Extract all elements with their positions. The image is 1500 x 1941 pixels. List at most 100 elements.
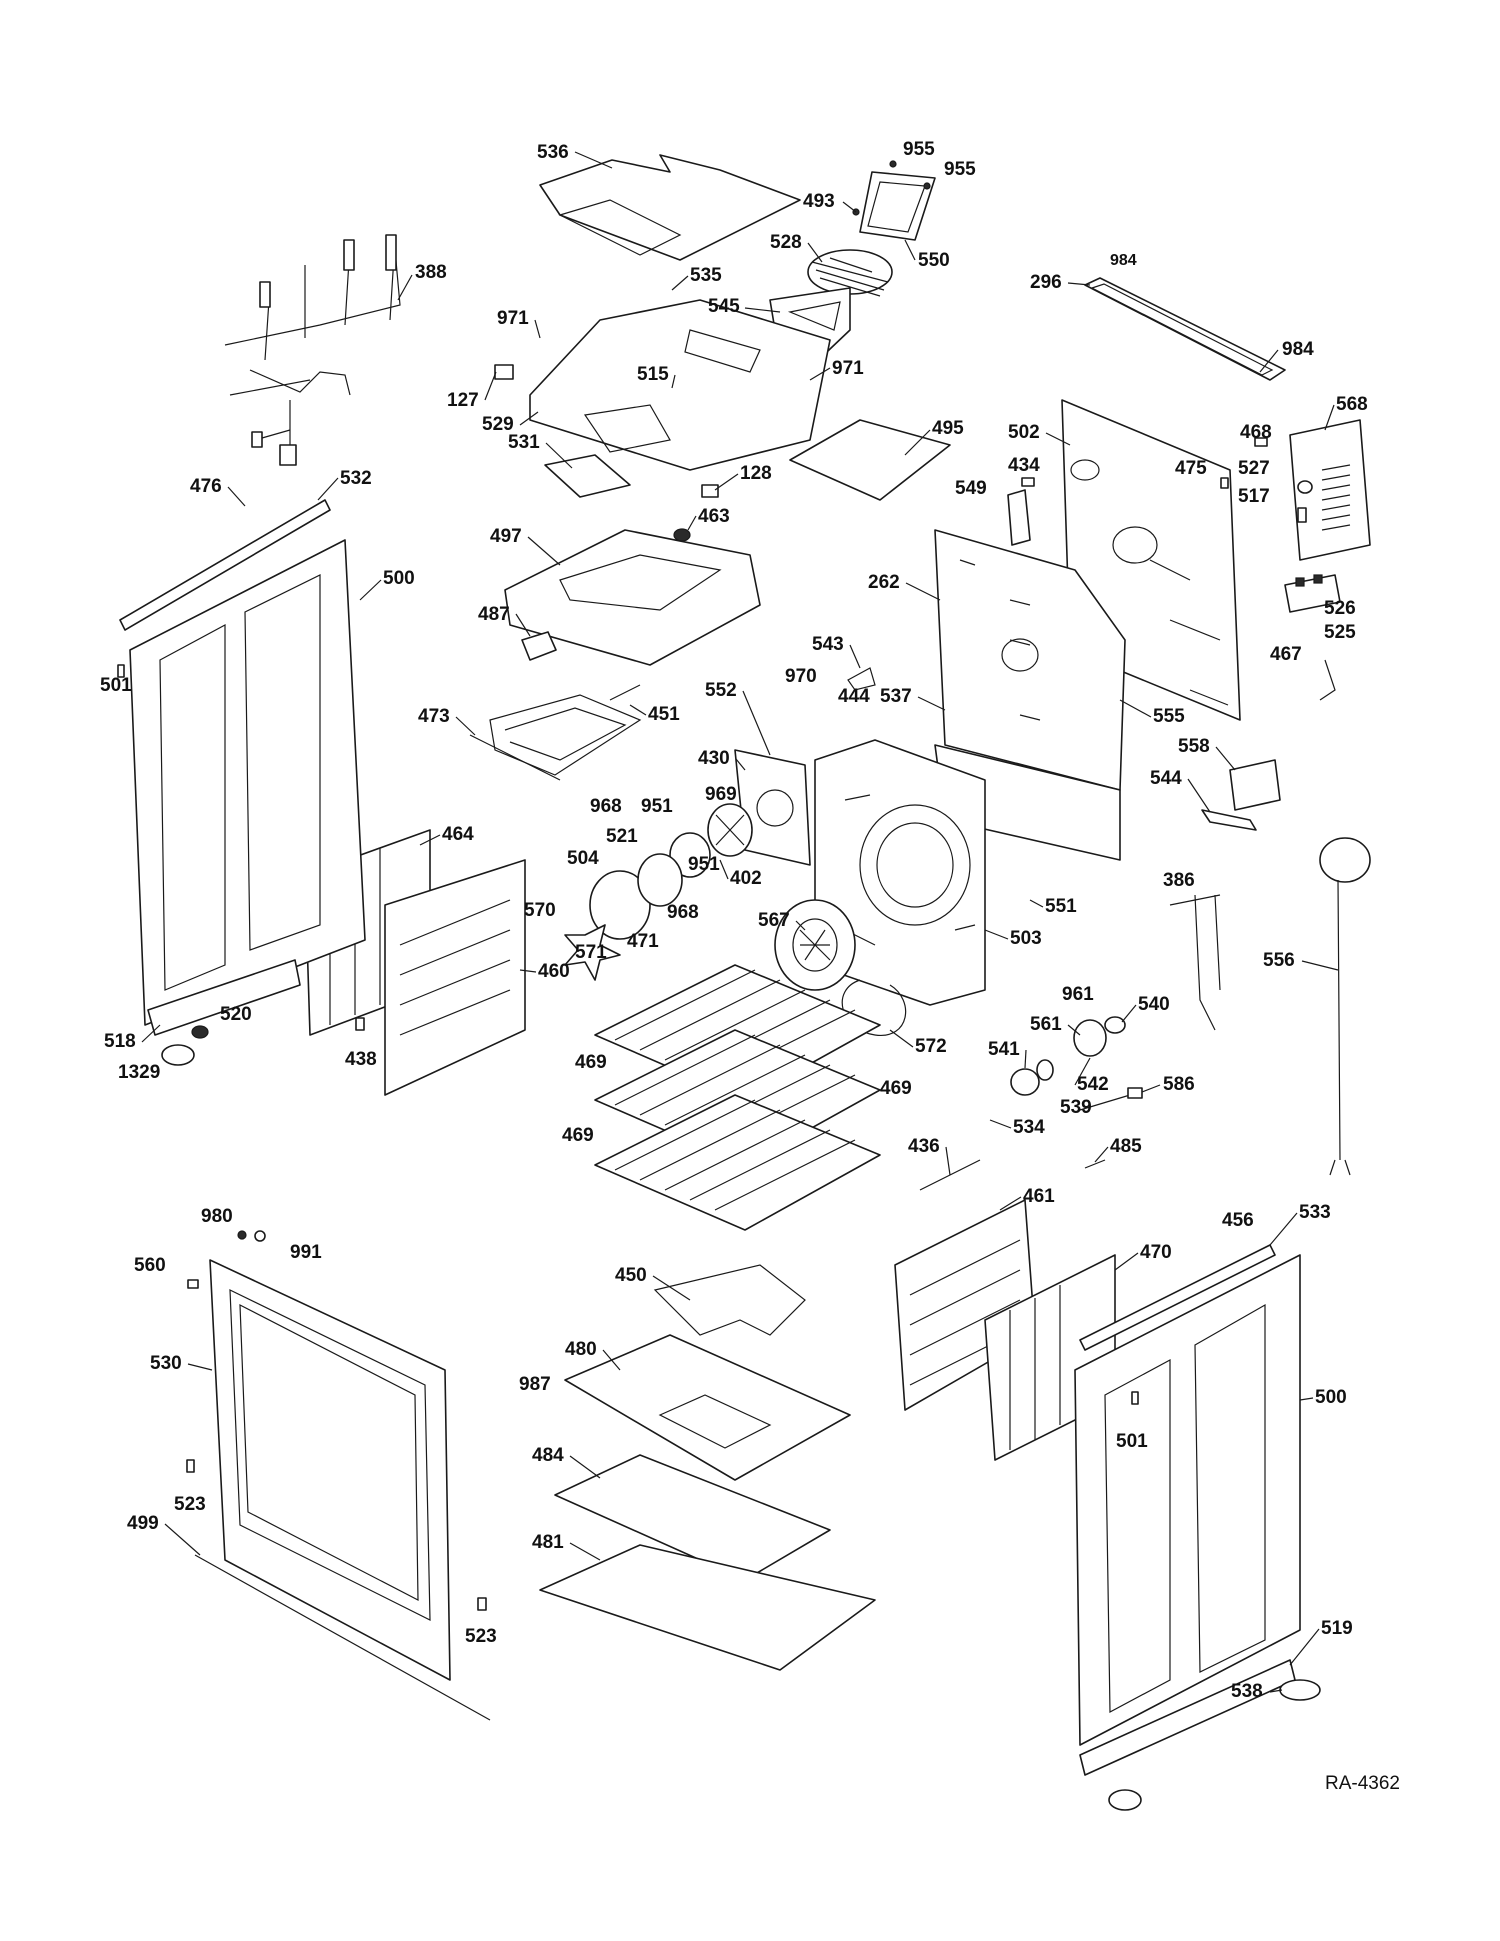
callout-550: 550 bbox=[918, 250, 950, 271]
part-480-oven-bottom bbox=[564, 1334, 851, 1481]
part-542-lens-ring bbox=[1073, 1019, 1107, 1057]
leader-line-473 bbox=[455, 716, 476, 736]
callout-464: 464 bbox=[442, 824, 474, 845]
leader-line-500 bbox=[1299, 1397, 1314, 1401]
part-567-fan-guard bbox=[774, 899, 856, 991]
part-296-trim bbox=[1084, 277, 1286, 381]
callout-534: 534 bbox=[1013, 1117, 1045, 1138]
leader-line-128 bbox=[714, 473, 739, 491]
leader-line-586 bbox=[1141, 1084, 1161, 1093]
callout-473: 473 bbox=[418, 706, 450, 727]
leader-line-499 bbox=[164, 1523, 201, 1556]
leader-line-451 bbox=[629, 704, 647, 716]
part-128 bbox=[701, 484, 719, 498]
callout-463: 463 bbox=[698, 506, 730, 527]
callout-499: 499 bbox=[127, 1513, 159, 1534]
part-523-lower bbox=[477, 1597, 487, 1611]
part-526-terminal-block bbox=[1284, 574, 1341, 613]
leader-line-519 bbox=[1289, 1628, 1320, 1666]
part-434-clip bbox=[1021, 477, 1035, 487]
part-500-right-side-panel bbox=[1074, 1254, 1301, 1746]
callout-128: 128 bbox=[740, 463, 772, 484]
leader-line-544 bbox=[1187, 778, 1211, 813]
leader-line-481 bbox=[569, 1542, 601, 1561]
callout-535: 535 bbox=[690, 265, 722, 286]
callout-503: 503 bbox=[1010, 928, 1042, 949]
callout-296: 296 bbox=[1030, 272, 1062, 293]
callout-961: 961 bbox=[1062, 984, 1094, 1005]
leader-line-572 bbox=[889, 1029, 914, 1048]
leader-line-502 bbox=[1045, 432, 1071, 446]
part-560 bbox=[187, 1279, 199, 1289]
callout-523: 523 bbox=[174, 1494, 206, 1515]
callout-955: 955 bbox=[944, 159, 976, 180]
callout-470: 470 bbox=[1140, 1242, 1172, 1263]
callout-468: 468 bbox=[1240, 422, 1272, 443]
leader-line-971 bbox=[809, 367, 831, 381]
leader-line-470 bbox=[1114, 1252, 1139, 1271]
callout-504: 504 bbox=[567, 848, 599, 869]
callout-540: 540 bbox=[1138, 994, 1170, 1015]
callout-533: 533 bbox=[1299, 1202, 1331, 1223]
callout-469: 469 bbox=[575, 1052, 607, 1073]
callout-262: 262 bbox=[868, 572, 900, 593]
part-550-bracket bbox=[852, 160, 936, 241]
part-1329-leveling-foot bbox=[161, 1044, 195, 1066]
callout-1329: 1329 bbox=[118, 1062, 160, 1083]
callout-480: 480 bbox=[565, 1339, 597, 1360]
leader-line-536 bbox=[574, 151, 613, 169]
part-549-bracket bbox=[1007, 489, 1031, 546]
callout-500: 500 bbox=[383, 568, 415, 589]
callout-537: 537 bbox=[880, 686, 912, 707]
callout-558: 558 bbox=[1178, 736, 1210, 757]
callout-541: 541 bbox=[988, 1039, 1020, 1060]
part-127 bbox=[494, 364, 514, 380]
leader-line-460 bbox=[519, 969, 537, 973]
leader-line-476 bbox=[227, 486, 246, 507]
leader-line-296 bbox=[1067, 282, 1091, 286]
part-586-sensor bbox=[1079, 1094, 1131, 1111]
leader-line-531 bbox=[545, 442, 573, 469]
callout-527: 527 bbox=[1238, 458, 1270, 479]
part-460-rack-support bbox=[384, 859, 526, 1096]
leader-line-487 bbox=[515, 613, 531, 637]
part-531-plate bbox=[544, 454, 631, 498]
callout-430: 430 bbox=[698, 748, 730, 769]
part-572-ring-element bbox=[841, 979, 907, 1036]
callout-525: 525 bbox=[1324, 622, 1356, 643]
part-991 bbox=[254, 1230, 266, 1242]
part-533-trim bbox=[1079, 1244, 1276, 1351]
part-drawings bbox=[117, 154, 1371, 1811]
leader-line-497 bbox=[527, 536, 561, 566]
callout-568: 568 bbox=[1336, 394, 1368, 415]
leader-line-568 bbox=[1324, 404, 1335, 431]
callout-551: 551 bbox=[1045, 896, 1077, 917]
part-517 bbox=[1297, 507, 1307, 523]
callout-531: 531 bbox=[508, 432, 540, 453]
leader-line-551 bbox=[1029, 899, 1044, 908]
callout-450: 450 bbox=[615, 1265, 647, 1286]
leader-line-500 bbox=[359, 579, 382, 601]
part-500-left-side-panel bbox=[129, 539, 366, 1026]
leader-line-464 bbox=[419, 834, 441, 846]
part-467 bbox=[1319, 659, 1336, 701]
leader-line-485 bbox=[1094, 1146, 1109, 1163]
callout-528: 528 bbox=[770, 232, 802, 253]
part-499-strip bbox=[194, 1554, 491, 1721]
leader-line-262 bbox=[905, 582, 941, 601]
leader-line-534 bbox=[989, 1119, 1012, 1129]
leader-line-532 bbox=[317, 477, 339, 501]
leader-line-537 bbox=[917, 696, 946, 711]
part-520 bbox=[191, 1025, 209, 1039]
callout-951: 951 bbox=[688, 854, 720, 875]
part-536-top-sheet bbox=[539, 154, 801, 261]
leader-line-528 bbox=[807, 242, 823, 263]
leader-line-503 bbox=[984, 929, 1009, 940]
leader-line-550 bbox=[904, 239, 916, 261]
leader-lines bbox=[141, 151, 1339, 1693]
callout-539: 539 bbox=[1060, 1097, 1092, 1118]
leader-line-402 bbox=[719, 859, 729, 880]
part-541-lens bbox=[1010, 1068, 1040, 1096]
leader-line-388 bbox=[397, 274, 413, 301]
